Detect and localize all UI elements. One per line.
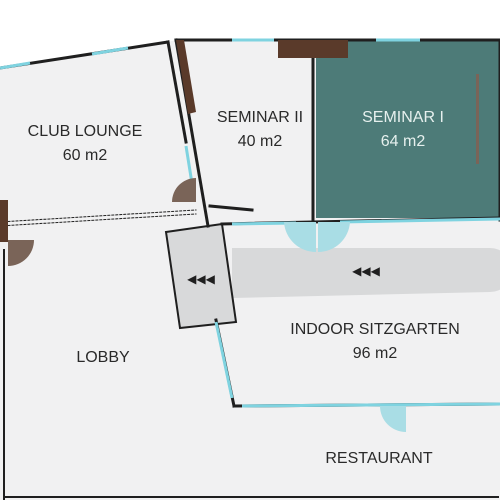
room-name-lobby: LOBBY	[76, 349, 130, 366]
doors[interactable]	[8, 178, 406, 432]
door-club-lounge[interactable]	[172, 178, 196, 202]
door-restaurant[interactable]	[380, 406, 406, 432]
door-sitzgarten-left[interactable]	[284, 222, 316, 253]
direction-marker-corridor: ◀◀◀	[352, 264, 380, 278]
room-name-club-lounge: CLUB LOUNGE	[28, 123, 143, 140]
room-name-seminar-i: SEMINAR I	[362, 109, 444, 126]
furniture	[0, 40, 479, 242]
direction-marker-stairs: ◀◀◀	[187, 272, 215, 286]
door-lobby-west[interactable]	[8, 240, 34, 266]
room-club-lounge-floor[interactable]	[0, 42, 196, 224]
room-name-indoor-sitzgarten: INDOOR SITZGARTEN	[290, 321, 460, 338]
room-name-seminar-ii: SEMINAR II	[217, 109, 303, 126]
corridor-band	[232, 248, 500, 298]
room-area-seminar-i: 64 m2	[381, 133, 426, 150]
room-seminar-i-floor[interactable]	[316, 40, 500, 218]
door-sitzgarten-right[interactable]	[318, 222, 350, 253]
room-area-seminar-ii: 40 m2	[238, 133, 283, 150]
room-area-indoor-sitzgarten: 96 m2	[353, 345, 398, 362]
room-name-restaurant: RESTAURANT	[325, 450, 432, 467]
windows	[0, 38, 500, 408]
room-area-club-lounge: 60 m2	[63, 147, 108, 164]
stair-block	[164, 222, 238, 330]
